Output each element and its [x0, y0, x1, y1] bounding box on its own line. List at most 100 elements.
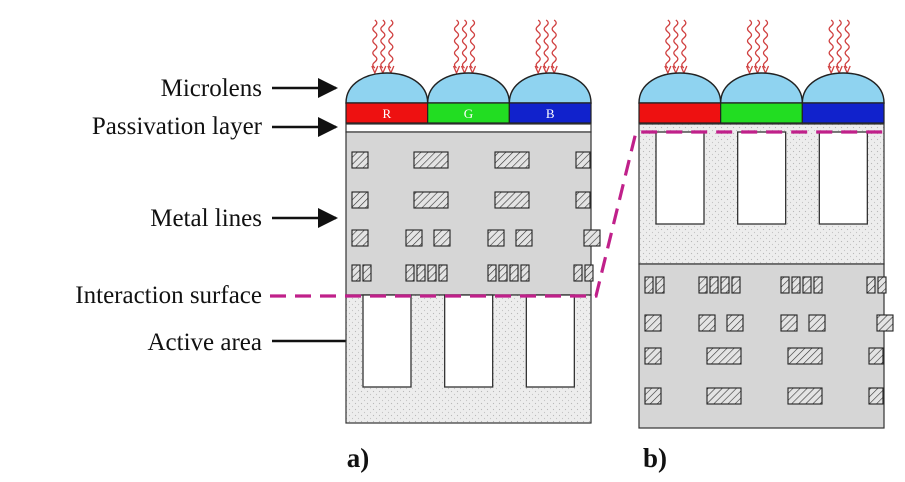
- microlenses-b: [638, 72, 885, 104]
- photodiode: [362, 294, 412, 388]
- light-ray: [372, 19, 378, 69]
- metal-line: [351, 229, 369, 247]
- light-ray-arrowhead: [387, 65, 395, 75]
- interaction-surface-line: [270, 130, 884, 298]
- light-ray: [754, 19, 761, 69]
- metal-line: [787, 387, 823, 405]
- panel-b: [638, 19, 894, 429]
- metal-line: [413, 151, 449, 169]
- microlens: [719, 72, 804, 104]
- metal-line: [351, 151, 369, 169]
- metal-line: [709, 276, 719, 294]
- light-ray-arrowhead: [672, 65, 680, 75]
- metal-line: [813, 276, 823, 294]
- metal-line: [706, 387, 742, 405]
- photodiodes-b: [655, 131, 868, 225]
- color-filter-letter: G: [464, 106, 473, 121]
- label-passivation-layer: Passivation layer: [92, 113, 263, 140]
- metal-line: [583, 229, 601, 247]
- metal-line: [416, 264, 426, 282]
- metal-line: [876, 314, 894, 332]
- metal-region-b: [638, 263, 885, 429]
- color-filter-letter: R: [382, 106, 391, 121]
- light-ray: [836, 19, 842, 69]
- metal-line: [498, 264, 508, 282]
- microlens: [508, 72, 592, 104]
- metal-line: [351, 191, 369, 209]
- metal-line: [509, 264, 519, 282]
- metal-line: [644, 347, 662, 365]
- light-ray-arrowhead: [371, 65, 379, 75]
- metal-line: [351, 264, 361, 282]
- metal-line: [644, 314, 662, 332]
- metal-lines-b: [644, 276, 894, 405]
- metal-line: [515, 229, 533, 247]
- microlens: [426, 72, 511, 104]
- metal-line: [791, 276, 801, 294]
- light-ray: [762, 19, 769, 69]
- light-ray-arrowhead: [452, 65, 461, 75]
- light-ray-arrowhead: [745, 65, 754, 75]
- metal-line: [787, 347, 823, 365]
- photodiode: [818, 131, 868, 225]
- light-ray: [543, 19, 549, 69]
- light-ray-arrowhead: [753, 65, 762, 75]
- photodiode: [444, 294, 494, 388]
- metal-line: [706, 347, 742, 365]
- light-ray-arrowhead: [379, 65, 387, 75]
- metal-line: [644, 276, 654, 294]
- label-active-area: Active area: [147, 329, 262, 356]
- metal-line: [487, 229, 505, 247]
- photodiode: [655, 131, 705, 225]
- caption-b: b): [643, 443, 667, 473]
- color-filters-b: [638, 102, 885, 124]
- metal-line: [438, 264, 448, 282]
- metal-line: [731, 276, 741, 294]
- label-metal-lines: Metal lines: [150, 205, 262, 232]
- color-filter: [508, 102, 592, 124]
- metal-line: [698, 276, 708, 294]
- metal-line: [413, 191, 449, 209]
- metal-line: [720, 276, 730, 294]
- metal-line: [575, 191, 591, 209]
- metal-line: [575, 151, 591, 169]
- metal-line: [868, 347, 884, 365]
- metal-lines-a: [351, 151, 601, 282]
- light-ray-arrowhead: [550, 65, 558, 75]
- microlens: [638, 72, 722, 104]
- metal-line: [808, 314, 826, 332]
- metal-line: [780, 314, 798, 332]
- light-ray: [461, 19, 468, 69]
- passivation-layer-a: [345, 123, 592, 133]
- light-ray-arrowhead: [835, 65, 843, 75]
- metal-line: [362, 264, 372, 282]
- light-ray-arrowhead: [664, 65, 672, 75]
- color-filter: [720, 102, 803, 124]
- metal-line: [427, 264, 437, 282]
- light-ray: [828, 19, 834, 69]
- color-filter-letter: B: [546, 106, 555, 121]
- light-ray-arrowhead: [468, 65, 477, 75]
- light-ray-arrowhead: [542, 65, 550, 75]
- photodiodes-a: [362, 294, 575, 388]
- light-ray: [551, 19, 557, 69]
- light-ray: [665, 19, 671, 69]
- light-rays-a: [371, 19, 558, 75]
- light-ray-arrowhead: [827, 65, 835, 75]
- metal-line: [433, 229, 451, 247]
- metal-line: [802, 276, 812, 294]
- light-ray-arrowhead: [680, 65, 688, 75]
- light-ray: [681, 19, 687, 69]
- light-ray-arrowhead: [843, 65, 851, 75]
- metal-line: [405, 229, 423, 247]
- metal-line: [644, 387, 662, 405]
- metal-line: [573, 264, 583, 282]
- metal-line: [877, 276, 887, 294]
- metal-line: [520, 264, 530, 282]
- light-ray-arrowhead: [534, 65, 542, 75]
- metal-line: [866, 276, 876, 294]
